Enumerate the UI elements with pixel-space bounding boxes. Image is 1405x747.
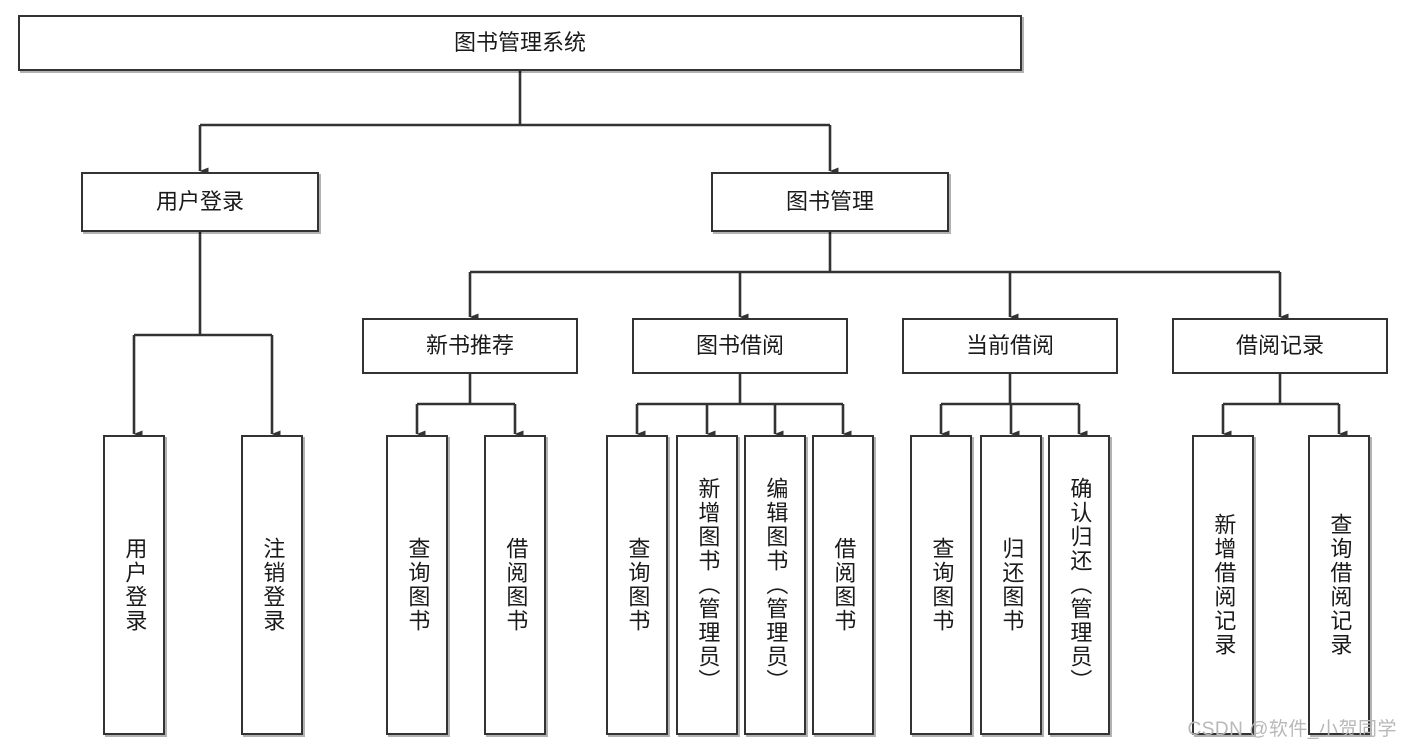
leaf-cur-return-label: 归还图书 [999,537,1025,633]
leaf-rec-borrow-label: 借阅图书 [503,537,529,633]
leaf-borrow-query-label: 查询图书 [625,537,651,633]
node-borrow-record-label: 借阅记录 [1235,333,1324,359]
leaf-borrow-edit-label: 编辑图书（管理员） [763,477,789,693]
leaf-cur-query[interactable]: 查询图书 [910,435,972,735]
leaf-rec-search-label: 查询借阅记录 [1327,513,1353,657]
leaf-borrow-lend[interactable]: 借阅图书 [812,435,874,735]
leaf-user-logout-label: 注销登录 [260,537,286,633]
node-book-manage-label: 图书管理 [785,189,874,215]
leaf-rec-add[interactable]: 新增借阅记录 [1192,435,1254,735]
node-book-borrow[interactable]: 图书借阅 [632,318,848,374]
connector-lines [132,71,1348,438]
leaf-borrow-add[interactable]: 新增图书（管理员） [676,435,738,735]
node-user-login-label: 用户登录 [155,189,244,215]
leaf-rec-search[interactable]: 查询借阅记录 [1308,435,1370,735]
leaf-user-login[interactable]: 用户登录 [103,435,165,735]
leaf-cur-confirm[interactable]: 确认归还（管理员） [1048,435,1110,735]
leaf-cur-confirm-label: 确认归还（管理员） [1067,477,1093,693]
leaf-rec-query-label: 查询图书 [405,537,431,633]
leaf-borrow-edit[interactable]: 编辑图书（管理员） [744,435,806,735]
node-root[interactable]: 图书管理系统 [18,15,1022,71]
leaf-user-login-label: 用户登录 [122,537,148,633]
node-new-book-rec-label: 新书推荐 [425,333,514,359]
node-user-login[interactable]: 用户登录 [81,172,319,232]
node-current-borrow[interactable]: 当前借阅 [902,318,1118,374]
leaf-rec-query[interactable]: 查询图书 [386,435,448,735]
leaf-cur-query-label: 查询图书 [929,537,955,633]
node-current-borrow-label: 当前借阅 [965,333,1054,359]
leaf-borrow-lend-label: 借阅图书 [831,537,857,633]
node-root-label: 图书管理系统 [453,30,586,56]
leaf-rec-add-label: 新增借阅记录 [1211,513,1237,657]
leaf-rec-borrow[interactable]: 借阅图书 [484,435,546,735]
node-borrow-record[interactable]: 借阅记录 [1172,318,1388,374]
leaf-cur-return[interactable]: 归还图书 [980,435,1042,735]
leaf-borrow-add-label: 新增图书（管理员） [695,477,721,693]
node-book-manage[interactable]: 图书管理 [711,172,949,232]
node-book-borrow-label: 图书借阅 [695,333,784,359]
leaf-borrow-query[interactable]: 查询图书 [606,435,668,735]
leaf-user-logout[interactable]: 注销登录 [241,435,303,735]
node-new-book-rec[interactable]: 新书推荐 [362,318,578,374]
